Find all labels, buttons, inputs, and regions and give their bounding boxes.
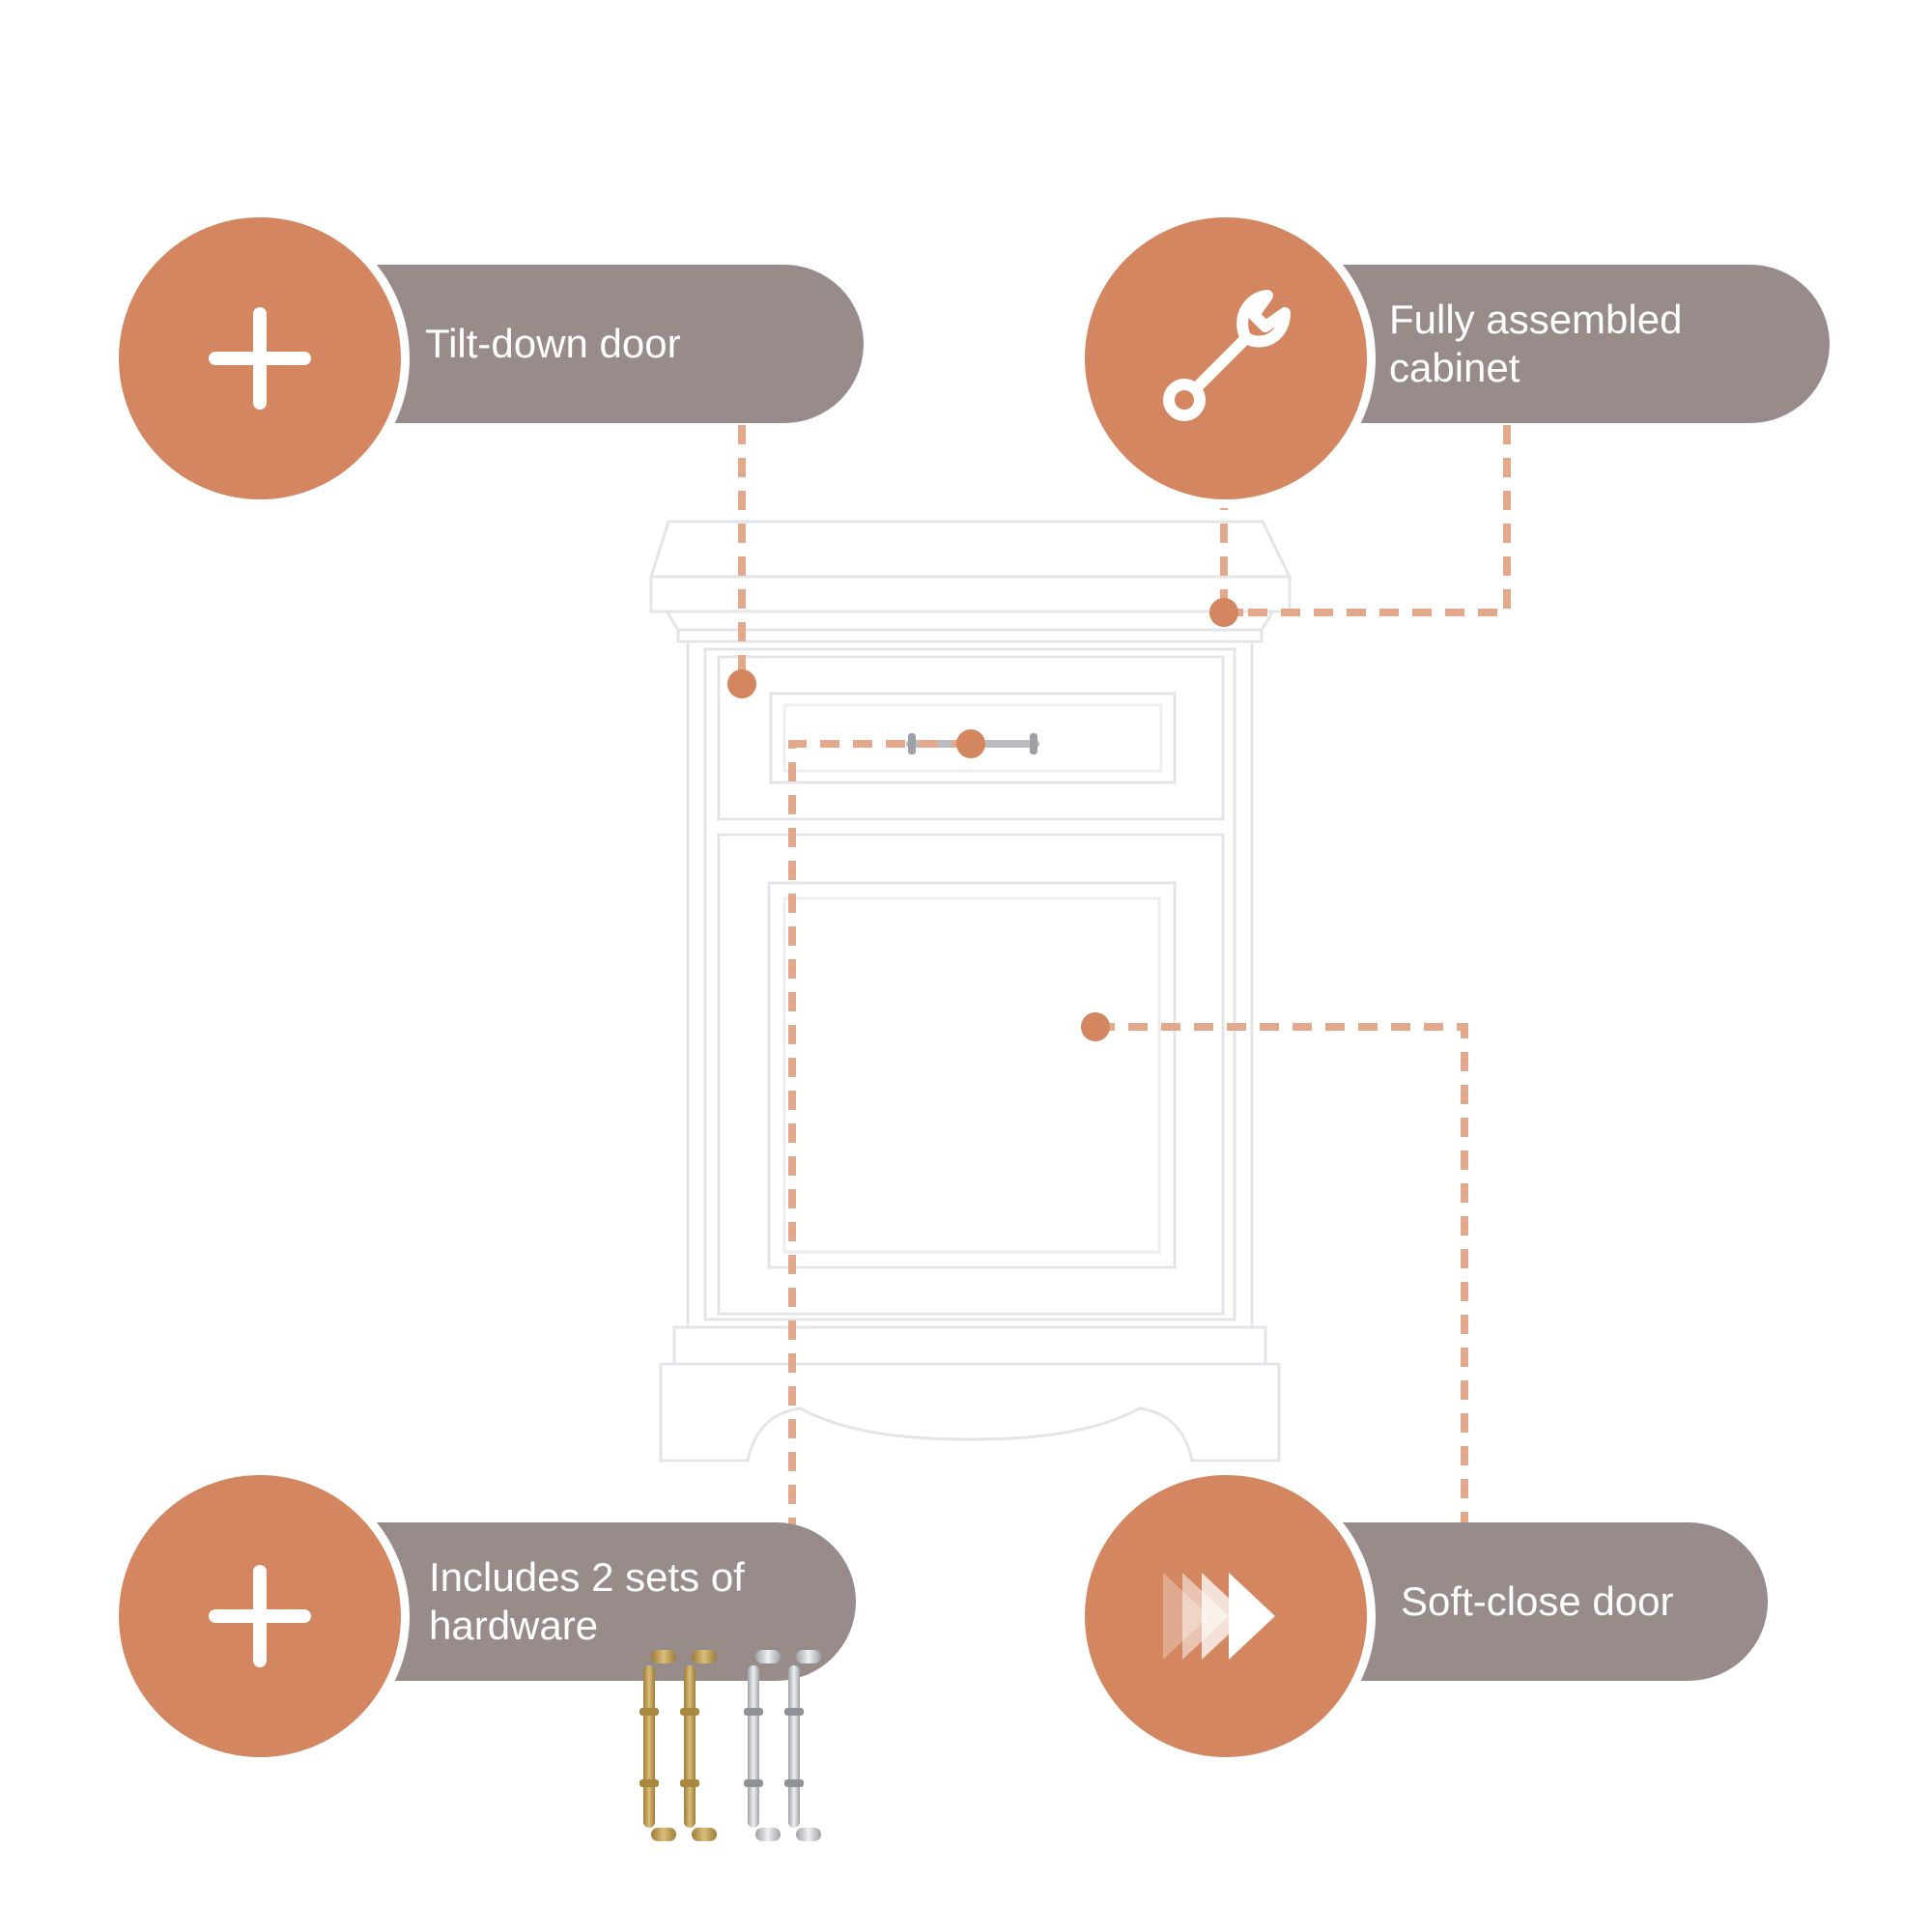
feature-badge-hardware <box>110 1466 410 1766</box>
cabinet-top <box>648 520 1293 579</box>
cabinet-top-edge <box>649 575 1292 613</box>
chrome-pull-set <box>744 1650 821 1841</box>
cabinet-crown <box>664 610 1276 632</box>
plus-icon <box>209 307 311 410</box>
feature-badge-tilt-down <box>110 209 410 508</box>
plus-icon <box>209 1565 311 1667</box>
connector-soft-close <box>1095 1023 1468 1526</box>
connector-dots <box>727 598 1238 1041</box>
connector-hardware <box>788 740 971 1526</box>
vanity-cabinet <box>648 520 1293 1463</box>
hardware-pulls <box>639 1650 821 1841</box>
brass-pull <box>680 1650 717 1841</box>
brass-pull <box>639 1650 676 1841</box>
feature-label-hardware: Includes 2 sets of hardware <box>429 1554 745 1648</box>
feature-badge-soft-close <box>1076 1466 1376 1766</box>
brass-pull-set <box>639 1650 717 1841</box>
dot-assembled <box>1209 598 1238 627</box>
cabinet-plinth <box>672 1325 1267 1366</box>
feature-badge-assembled <box>1076 209 1376 508</box>
chrome-pull <box>784 1650 821 1841</box>
cabinet-base <box>659 1362 1281 1463</box>
feature-label-soft-close: Soft-close door <box>1401 1578 1674 1625</box>
feature-label-assembled: Fully assembled cabinet <box>1389 297 1683 390</box>
dot-tilt-down <box>727 669 756 698</box>
fast-forward-icon <box>1163 1573 1275 1660</box>
dot-soft-close <box>1081 1012 1110 1041</box>
wrench-icon <box>1163 290 1291 421</box>
dot-hardware <box>956 729 985 758</box>
feature-label-tilt-down: Tilt-down door <box>425 321 681 367</box>
chrome-pull <box>744 1650 781 1841</box>
connector-assembled-h <box>1225 425 1511 616</box>
